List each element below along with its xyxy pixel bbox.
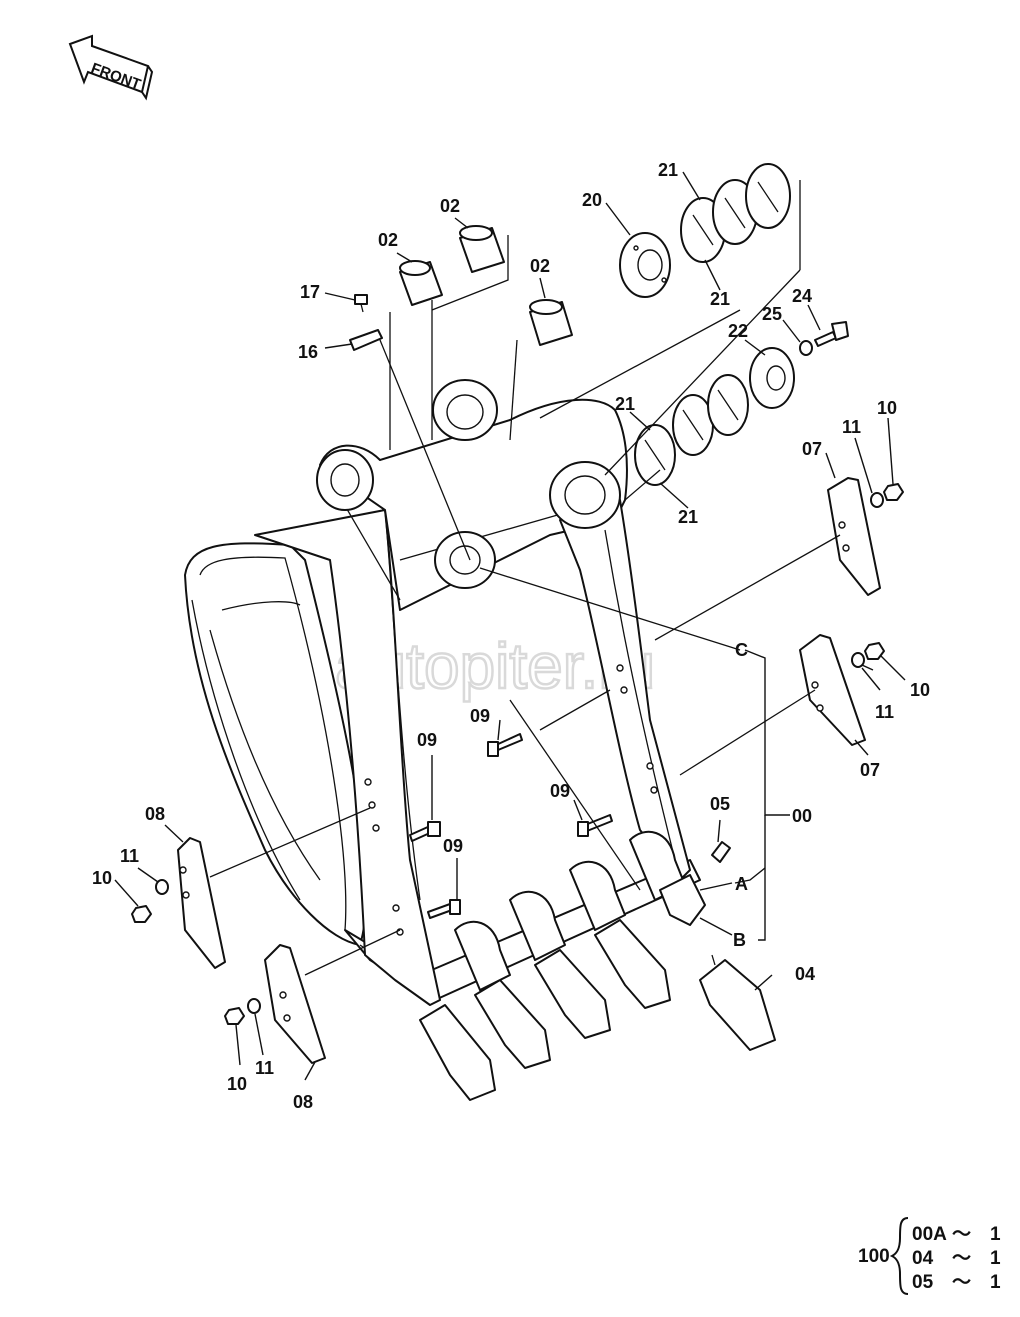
shims-21-top <box>680 163 791 263</box>
nut-10-left <box>131 905 152 923</box>
seal-20 <box>619 232 671 298</box>
label-07-b: 07 <box>860 760 880 780</box>
label-21-a: 21 <box>658 160 678 180</box>
label-21-d: 21 <box>678 507 698 527</box>
label-20: 20 <box>582 190 602 210</box>
row-code: 05 <box>912 1272 934 1293</box>
label-09-a: 09 <box>470 706 490 726</box>
label-21-c: 21 <box>615 394 635 414</box>
adapter-ab <box>659 874 706 926</box>
label-02-b: 02 <box>440 196 460 216</box>
label-05: 05 <box>710 794 730 814</box>
shims-21-lower <box>634 374 749 486</box>
label-22: 22 <box>728 321 748 341</box>
label-09-d: 09 <box>443 836 463 856</box>
brace-icon <box>889 1217 909 1295</box>
label-A: A <box>735 874 748 894</box>
assembly-prefix: 100 <box>858 1246 890 1267</box>
nut-10-lower-left <box>224 1007 245 1025</box>
side-cutter-08-lower <box>264 944 326 1064</box>
bolt-09-d <box>427 899 461 919</box>
front-arrow-icon: FRONT <box>68 34 154 101</box>
plate-22 <box>749 347 795 409</box>
label-24: 24 <box>792 286 812 306</box>
row-sep: ～ <box>952 1272 971 1293</box>
label-08-a: 08 <box>145 804 165 824</box>
label-08-b: 08 <box>293 1092 313 1112</box>
label-10-b: 10 <box>910 680 930 700</box>
projection-lines <box>209 180 841 976</box>
washer-11-right <box>851 652 865 668</box>
bolt-09-b <box>409 821 441 842</box>
label-00: 00 <box>792 806 812 826</box>
washer-25 <box>799 340 813 356</box>
label-04: 04 <box>795 964 815 984</box>
side-cutter-08-upper <box>177 837 226 969</box>
bolt-09-c <box>577 814 613 837</box>
label-B: B <box>733 930 746 950</box>
bolt-17 <box>354 294 368 313</box>
bushing-02-b <box>459 225 505 273</box>
label-10-a: 10 <box>877 398 897 418</box>
row-code: 00A <box>912 1224 947 1245</box>
pin-boss-right <box>549 461 621 529</box>
callout-labels: 02 02 02 17 16 20 21 21 21 21 22 25 24 0… <box>92 160 930 1112</box>
washer-11-lower-left <box>247 998 261 1014</box>
label-11-c: 11 <box>120 846 139 866</box>
label-16: 16 <box>298 342 318 362</box>
label-10-c: 10 <box>92 868 112 888</box>
nut-10-upper <box>883 483 904 501</box>
side-cutter-07-lower <box>799 634 866 746</box>
tooth-04 <box>699 954 776 1051</box>
bushing-02-c <box>529 299 573 346</box>
label-10-d: 10 <box>227 1074 247 1094</box>
row-sep: ～ <box>952 1224 971 1245</box>
pin-boss-top <box>432 379 498 441</box>
bushing-02-a <box>399 260 443 306</box>
row-code: 04 <box>912 1248 934 1269</box>
label-21-b: 21 <box>710 289 730 309</box>
plate-16 <box>349 329 383 351</box>
pin-boss-left-front <box>316 449 374 511</box>
bolt-09-a <box>487 733 523 757</box>
row-sep: ～ <box>952 1248 971 1269</box>
label-09-b: 09 <box>417 730 437 750</box>
bucket-body <box>184 379 701 1006</box>
nut-10-right <box>864 642 885 660</box>
label-11-d: 11 <box>255 1058 274 1078</box>
label-11-b: 11 <box>875 702 894 722</box>
leader-lines <box>114 171 906 1081</box>
bolt-24 <box>814 321 849 347</box>
label-02-c: 02 <box>530 256 550 276</box>
assembly-table: 100 00A ～ 1 04 ～ 1 05 ～ 1 <box>858 1217 1001 1295</box>
pin-boss-lower <box>434 531 496 589</box>
row-qty: 1 <box>990 1272 1001 1293</box>
washer-11-left <box>155 879 169 895</box>
row-qty: 1 <box>990 1248 1001 1269</box>
side-cutter-07-upper <box>827 477 881 596</box>
label-09-c: 09 <box>550 781 570 801</box>
label-07-a: 07 <box>802 439 822 459</box>
pin-05 <box>711 841 731 863</box>
label-02-a: 02 <box>378 230 398 250</box>
label-11-a: 11 <box>842 417 861 437</box>
bucket-teeth <box>419 830 686 1101</box>
label-C: C <box>735 640 748 660</box>
row-qty: 1 <box>990 1224 1001 1245</box>
washer-11-upper <box>870 492 884 508</box>
label-25: 25 <box>762 304 782 324</box>
label-17: 17 <box>300 282 320 302</box>
